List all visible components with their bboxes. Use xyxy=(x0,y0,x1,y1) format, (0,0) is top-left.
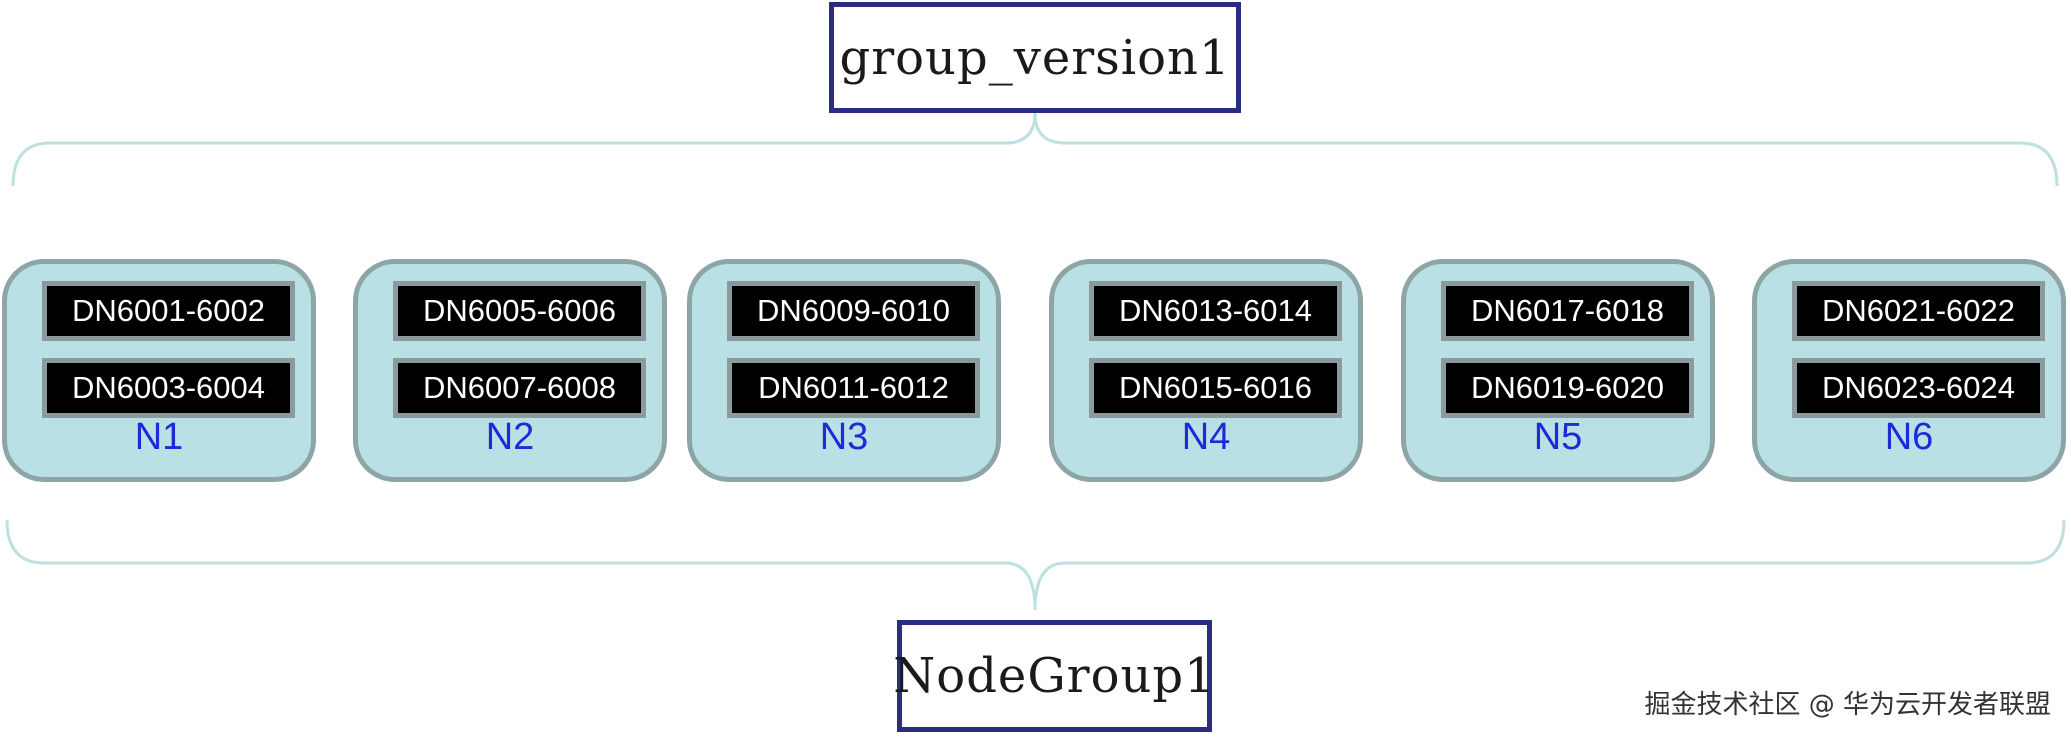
node-group-label: NodeGroup1 xyxy=(893,620,1215,732)
dn-range: DN6005-6006 xyxy=(393,281,646,341)
dn-range: DN6019-6020 xyxy=(1441,358,1694,418)
dn-range: DN6009-6010 xyxy=(727,281,980,341)
dn-range: DN6011-6012 xyxy=(727,358,980,418)
group-version-text: group_version1 xyxy=(839,29,1231,86)
dn-range: DN6015-6016 xyxy=(1089,358,1342,418)
dn-range: DN6021-6022 xyxy=(1792,281,2045,341)
dn-range: DN6007-6008 xyxy=(393,358,646,418)
watermark: 掘金技术社区 @ 华为云开发者联盟 xyxy=(1644,690,2051,720)
node-group-text: NodeGroup1 xyxy=(893,648,1216,704)
group-version-label: group_version1 xyxy=(829,2,1241,113)
node-n5: DN6017-6018 DN6019-6020 N5 xyxy=(1401,259,1715,482)
node-n1: DN6001-6002 DN6003-6004 N1 xyxy=(2,259,316,482)
node-name: N1 xyxy=(134,416,184,458)
top-brace xyxy=(11,112,2059,187)
dn-range: DN6023-6024 xyxy=(1792,358,2045,418)
node-n3: DN6009-6010 DN6011-6012 N3 xyxy=(687,259,1001,482)
dn-range: DN6003-6004 xyxy=(42,358,295,418)
bottom-brace xyxy=(5,519,2066,611)
node-n2: DN6005-6006 DN6007-6008 N2 xyxy=(353,259,667,482)
node-name: N4 xyxy=(1181,416,1231,458)
dn-range: DN6013-6014 xyxy=(1089,281,1342,341)
node-name: N3 xyxy=(819,416,869,458)
dn-range: DN6001-6002 xyxy=(42,281,295,341)
dn-range: DN6017-6018 xyxy=(1441,281,1694,341)
node-n4: DN6013-6014 DN6015-6016 N4 xyxy=(1049,259,1363,482)
node-name: N5 xyxy=(1533,416,1583,458)
node-n6: DN6021-6022 DN6023-6024 N6 xyxy=(1752,259,2066,482)
node-name: N2 xyxy=(485,416,535,458)
node-name: N6 xyxy=(1884,416,1934,458)
